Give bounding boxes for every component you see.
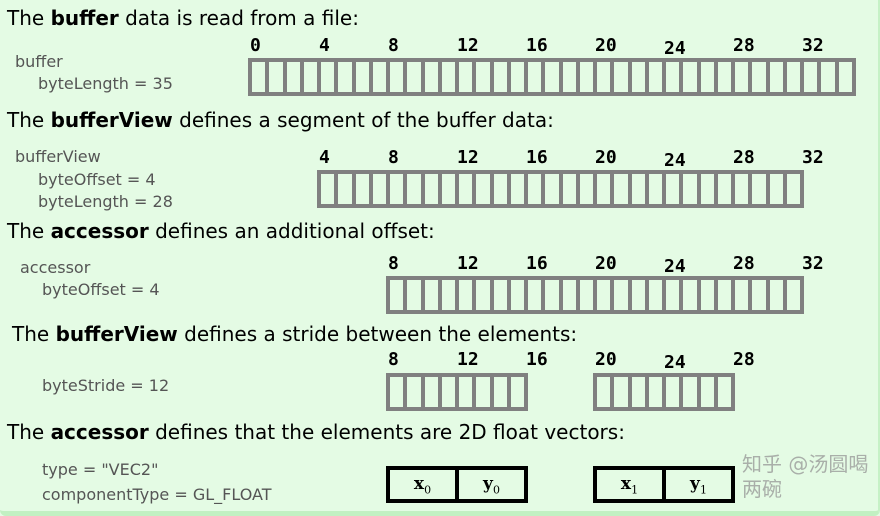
heading-suffix: defines a stride between the elements: <box>177 322 578 346</box>
vector-component: y1 <box>662 466 735 503</box>
byte-offset-label: 12 <box>457 147 479 168</box>
component-index: 0 <box>424 483 432 497</box>
property-label: byteStride = 12 <box>42 376 170 395</box>
byte-offset-label: 0 <box>250 35 261 56</box>
property-label: type = "VEC2" <box>42 460 159 479</box>
byte-offset-label: 8 <box>388 349 399 370</box>
component-index: 1 <box>631 483 639 497</box>
byte-offset-label: 28 <box>733 35 755 56</box>
section-heading: The bufferView defines a segment of the … <box>7 108 554 132</box>
component-index: 0 <box>492 483 500 497</box>
property-label: bufferView <box>15 147 101 166</box>
component-name: y <box>690 474 700 494</box>
byte-offset-label: 12 <box>457 253 479 274</box>
byte-cell <box>782 276 804 314</box>
byte-offset-label: 16 <box>526 35 548 56</box>
property-label: byteLength = 28 <box>38 192 173 211</box>
heading-keyword: bufferView <box>50 108 173 132</box>
byte-offset-label: 12 <box>457 35 479 56</box>
byte-offset-label: 8 <box>388 147 399 168</box>
section-heading: The bufferView defines a stride between … <box>12 322 577 346</box>
byte-offset-label: 20 <box>595 35 617 56</box>
byte-offset-label: 32 <box>802 253 824 274</box>
component-index: 1 <box>699 483 707 497</box>
vector-component: x0 <box>386 466 459 503</box>
component-name: y <box>483 474 493 494</box>
byte-offset-label: 4 <box>319 147 330 168</box>
heading-keyword: buffer <box>50 6 119 30</box>
heading-keyword: accessor <box>50 219 149 243</box>
heading-prefix: The <box>7 219 51 243</box>
property-label: componentType = GL_FLOAT <box>42 485 272 504</box>
byte-offset-label: 8 <box>388 253 399 274</box>
byte-offset-label: 20 <box>595 253 617 274</box>
property-label: buffer <box>15 52 63 71</box>
section-heading: The accessor defines an additional offse… <box>7 219 435 243</box>
component-name: x <box>413 474 425 494</box>
byte-offset-label: 16 <box>526 253 548 274</box>
heading-suffix: defines that the elements are 2D float v… <box>148 420 625 444</box>
byte-offset-label: 20 <box>595 349 617 370</box>
byte-offset-label: 16 <box>526 349 548 370</box>
heading-suffix: defines an additional offset: <box>148 219 435 243</box>
heading-keyword: accessor <box>50 420 149 444</box>
heading-suffix: data is read from a file: <box>118 6 359 30</box>
byte-offset-label: 8 <box>388 35 399 56</box>
byte-cell <box>506 373 528 411</box>
byte-offset-label: 28 <box>733 147 755 168</box>
vector-component: x1 <box>593 466 666 503</box>
byte-offset-label: 28 <box>733 349 755 370</box>
property-label: byteLength = 35 <box>38 74 173 93</box>
byte-offset-label: 24 <box>664 150 686 171</box>
byte-offset-label: 32 <box>802 147 824 168</box>
byte-offset-label: 28 <box>733 253 755 274</box>
byte-offset-label: 20 <box>595 147 617 168</box>
byte-offset-label: 4 <box>319 35 330 56</box>
byte-offset-label: 24 <box>664 256 686 277</box>
byte-offset-label: 32 <box>802 35 824 56</box>
property-label: byteOffset = 4 <box>38 170 156 189</box>
byte-cell <box>782 170 804 208</box>
heading-prefix: The <box>12 322 56 346</box>
byte-cell <box>713 373 735 411</box>
byte-offset-label: 16 <box>526 147 548 168</box>
byte-offset-label: 24 <box>664 352 686 373</box>
property-label: byteOffset = 4 <box>42 280 160 299</box>
byte-offset-label: 24 <box>664 38 686 59</box>
watermark: 知乎 @汤圆喝两碗 <box>742 452 869 501</box>
section-heading: The accessor defines that the elements a… <box>7 420 625 444</box>
property-label: accessor <box>20 258 91 277</box>
byte-offset-label: 12 <box>457 349 479 370</box>
heading-prefix: The <box>7 108 51 132</box>
heading-prefix: The <box>7 6 51 30</box>
byte-cell <box>834 58 856 96</box>
component-name: x <box>620 474 632 494</box>
heading-suffix: defines a segment of the buffer data: <box>172 108 554 132</box>
section-heading: The buffer data is read from a file: <box>7 6 359 30</box>
heading-prefix: The <box>7 420 51 444</box>
vector-component: y0 <box>455 466 528 503</box>
heading-keyword: bufferView <box>55 322 178 346</box>
